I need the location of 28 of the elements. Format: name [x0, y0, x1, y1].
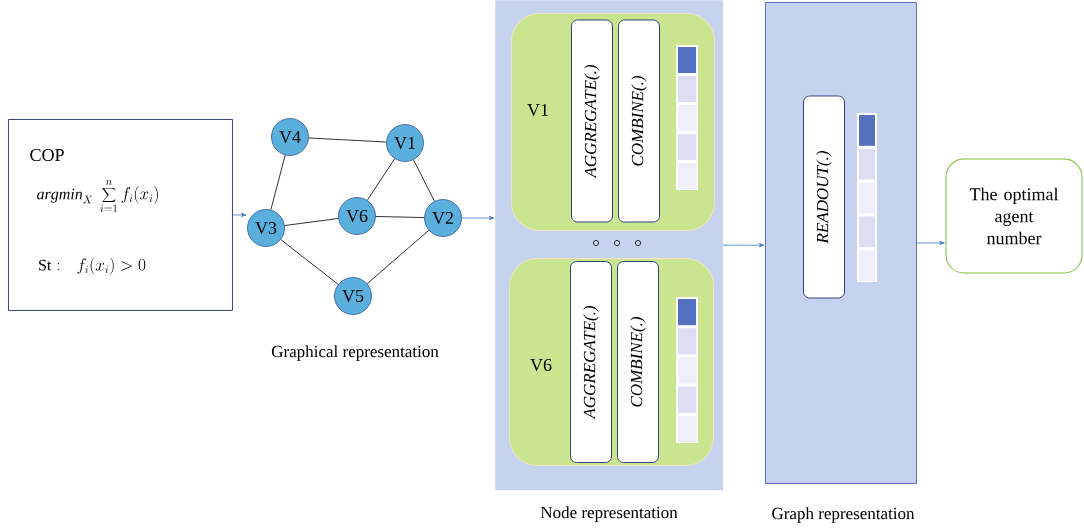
graph-vertex: V2 [424, 199, 462, 237]
arrow [916, 240, 945, 245]
graph-edge [280, 239, 339, 285]
function-box: AGGREGATE(.) [570, 261, 612, 463]
graph-edge [308, 137, 387, 143]
graph-edge [367, 158, 395, 201]
function-box: AGGREGATE(.) [571, 19, 613, 223]
caption: Graphical representation [271, 345, 439, 361]
problem-box: COP $\mathit{argmin}_X\ \sum_{i=1}^{n} f_i(x_i)$ $\mathrm{St:}\quad f_i(x_i)>0$ [8, 119, 233, 311]
arrow [232, 212, 247, 217]
function-box: READOUT(.) [803, 95, 845, 299]
graph-vertex: V1 [386, 124, 424, 162]
output-box: The optimal agent number [945, 158, 1083, 274]
graph-edge [375, 216, 425, 218]
graph-edge [413, 159, 435, 202]
function-box: COMBINE(.) [617, 261, 659, 463]
graph-vertex: V6 [338, 197, 376, 235]
function-box: COMBINE(.) [618, 19, 660, 223]
panel-title: Node representation [540, 506, 678, 522]
arrow [461, 216, 495, 220]
panel-title: Graph representation [772, 507, 915, 523]
graph-vertex: V5 [334, 277, 372, 315]
graph-vertex: V3 [247, 209, 285, 247]
graph-edge [366, 230, 430, 285]
arrow [723, 243, 765, 248]
graph-edge [284, 218, 339, 226]
graph-edge [270, 154, 286, 211]
graph-vertex: V4 [271, 118, 309, 156]
